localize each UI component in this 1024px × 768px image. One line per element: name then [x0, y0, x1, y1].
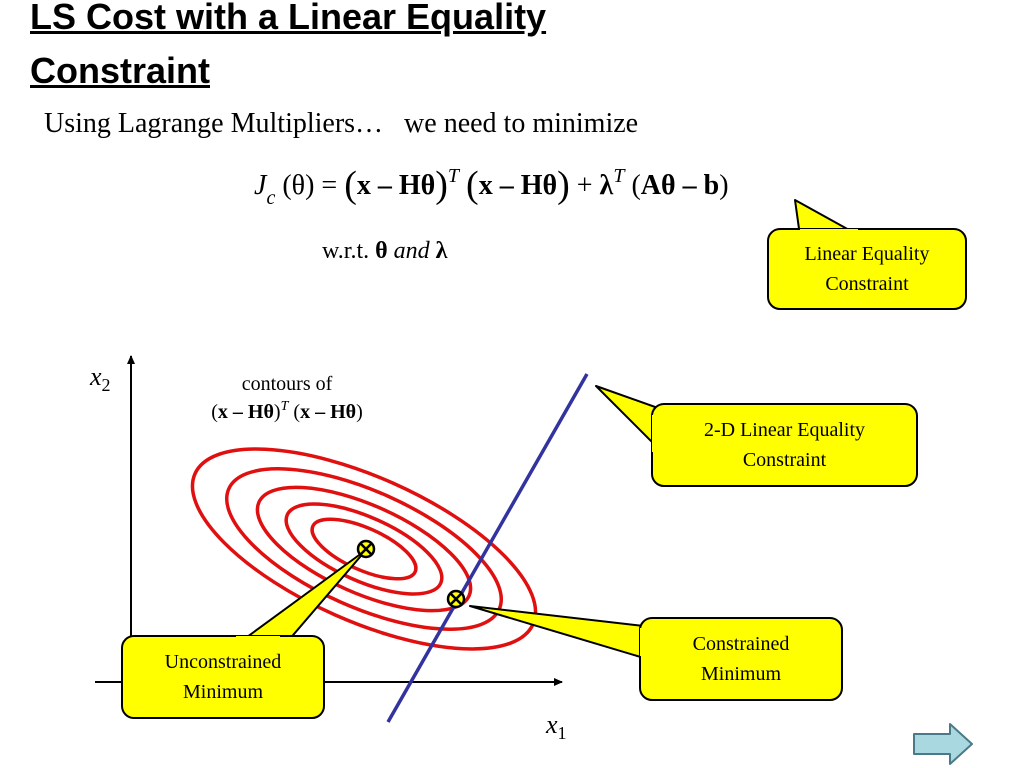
callout-linear-equality-line-1: Linear Equality: [804, 243, 930, 265]
eq-constraint-open: (: [624, 170, 641, 201]
slide-title-line-1: LS Cost with a Linear Equality: [30, 0, 547, 37]
callout-linear-equality: Linear Equality Constraint: [768, 229, 966, 309]
eq-theta-arg: (θ) =: [275, 170, 345, 201]
x2-axis-label: x2: [90, 362, 111, 396]
contour-ellipse-5: [310, 517, 418, 581]
eq-subscript-c: c: [266, 187, 276, 209]
slide-subtitle: Using Lagrange Multipliers… we need to m…: [44, 108, 639, 139]
contour-close-1: ): [273, 401, 281, 423]
eq-paren-close-1: ): [435, 164, 448, 206]
contour-term-2: x – Hθ: [300, 401, 357, 423]
eq-J: J: [254, 170, 267, 201]
callout-constrained-line-2: Minimum: [700, 663, 781, 685]
eq-transpose-2: T: [613, 165, 625, 187]
contour-open-2: (: [288, 401, 301, 423]
callout-constrained-line-1: Constrained: [692, 633, 790, 655]
x1-label-base: x: [546, 710, 558, 739]
eq-paren-close-2: ): [557, 164, 570, 206]
callout-2d-constraint-line-2: Constraint: [742, 449, 827, 471]
callout-unconstrained-minimum: Unconstrained Minimum: [122, 636, 324, 718]
x2-label-sub: 2: [101, 375, 111, 396]
wrt-theta: θ: [375, 238, 388, 264]
contour-transpose: T: [280, 399, 289, 414]
callout-2d-constraint-shape: [595, 385, 918, 487]
callout-box-constrained: [639, 617, 843, 701]
next-slide-arrow-icon[interactable]: [912, 722, 974, 766]
unconstrained-minimum-marker: [356, 539, 376, 559]
eq-paren-open-2: (: [466, 164, 479, 206]
callout-2d-constraint: 2-D Linear Equality Constraint: [652, 404, 917, 486]
eq-term-1: x – Hθ: [356, 170, 436, 201]
eq-constraint-close: ): [719, 170, 729, 201]
contour-close-2: ): [356, 401, 363, 423]
contour-label-line-1: contours of: [241, 373, 333, 395]
wrt-and: and: [387, 238, 436, 264]
eq-lambda: λ: [599, 170, 614, 201]
eq-term-2: x – Hθ: [478, 170, 558, 201]
callout-pointer-constrained: [469, 605, 645, 659]
callout-linear-equality-shape: [767, 199, 967, 310]
contour-ellipse-4: [284, 502, 444, 596]
wrt-line: w.r.t. θ and λ: [322, 238, 447, 265]
callout-constrained-shape: [469, 605, 843, 701]
lagrangian-equation: Jc (θ) = (x – Hθ)T (x – Hθ) + λT (Aθ – b…: [254, 160, 729, 209]
callout-linear-equality-line-2: Constraint: [825, 273, 909, 295]
callout-unconstrained-line-2: Minimum: [182, 681, 263, 703]
callout-constrained-minimum: Constrained Minimum: [640, 618, 842, 700]
callout-unconstrained-line-1: Unconstrained: [164, 651, 282, 673]
callout-box-unconstrained: [121, 635, 325, 719]
eq-paren-open-1: (: [344, 164, 357, 206]
wrt-prefix: w.r.t.: [322, 238, 376, 264]
x1-axis-label: x1: [546, 710, 567, 744]
slide-title-line-2: Constraint: [30, 50, 210, 91]
eq-plus: +: [569, 170, 600, 201]
eq-transpose-1: T: [447, 165, 460, 187]
x2-label-base: x: [90, 362, 102, 391]
wrt-lambda: λ: [435, 238, 448, 264]
contour-term-1: x – Hθ: [217, 401, 274, 423]
x1-label-sub: 1: [557, 723, 567, 744]
contour-ellipse-3: [255, 485, 473, 613]
callout-box-linear-equality: [767, 228, 967, 310]
callout-2d-constraint-line-1: 2-D Linear Equality: [703, 419, 866, 441]
constrained-minimum-marker: [446, 589, 466, 609]
constraint-line: [386, 373, 589, 723]
slide-title: LS Cost with a Linear Equality Constrain…: [30, 0, 546, 98]
callout-unconstrained-shape: [121, 549, 367, 719]
contour-label-line-2: (x – Hθ)T (x – Hθ): [172, 398, 402, 429]
contour-open-1: (: [211, 401, 218, 423]
eq-constraint-body: Aθ – b: [640, 170, 720, 201]
contour-label: contours of (x – Hθ)T (x – Hθ): [172, 370, 402, 429]
